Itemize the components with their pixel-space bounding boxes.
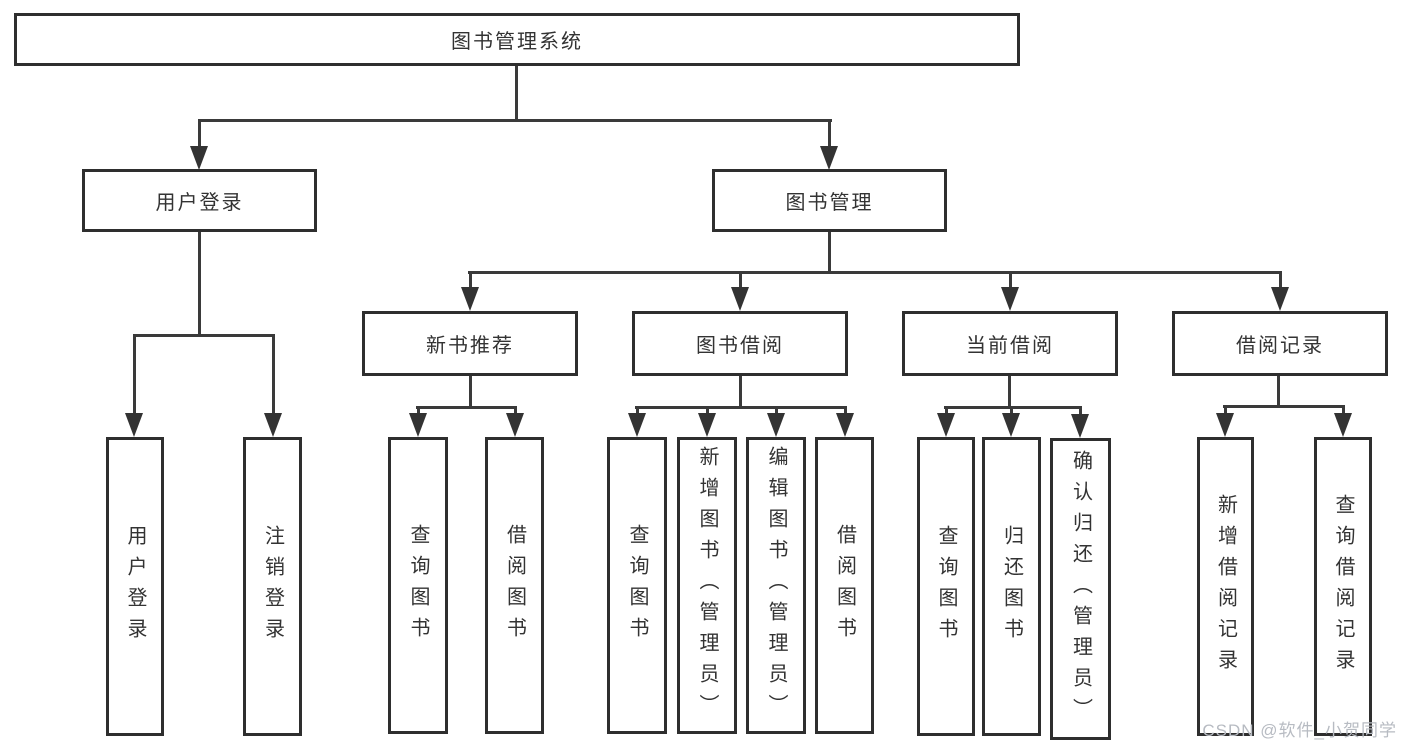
connector-line: [469, 374, 472, 409]
connector-line: [417, 406, 420, 418]
arrow-down-icon: [409, 413, 427, 437]
connector-line: [636, 406, 639, 418]
arrow-down-icon: [628, 413, 646, 437]
connector-line: [272, 334, 275, 416]
node-label: 用户登录: [155, 192, 244, 214]
arrow-down-icon: [820, 146, 838, 170]
arrow-down-icon: [125, 413, 143, 437]
leaf-label: 注销登录: [261, 524, 284, 649]
arrow-down-icon: [731, 287, 749, 311]
connector-line: [133, 334, 275, 337]
connector-line: [198, 230, 201, 337]
node-book-borrow: 图书借阅: [632, 311, 848, 376]
leaf-label: 查询借阅记录: [1332, 493, 1354, 680]
leaf-query-books-current: 查询图书: [917, 437, 975, 736]
leaf-label: 查询图书: [935, 524, 957, 649]
node-user-login: 用户登录: [82, 169, 317, 232]
connector-line: [1010, 406, 1013, 418]
arrow-down-icon: [937, 413, 955, 437]
connector-line: [1079, 406, 1082, 418]
node-book-management: 图书管理: [712, 169, 947, 232]
leaf-label: 新增借阅记录: [1214, 493, 1237, 680]
node-label: 新书推荐: [426, 335, 514, 357]
leaf-add-borrow-record: 新增借阅记录: [1197, 437, 1254, 736]
connector-line: [706, 406, 709, 418]
leaf-logout: 注销登录: [243, 437, 302, 736]
connector-line: [416, 406, 516, 409]
leaf-user-login: 用户登录: [106, 437, 164, 736]
leaf-edit-books-admin: 编辑图书（管理员）: [746, 437, 806, 734]
connector-line: [739, 374, 742, 409]
watermark-text: CSDN @软件_小贺同学: [1202, 721, 1397, 740]
leaf-label: 新增图书（管理员）: [696, 446, 718, 725]
connector-line: [828, 230, 831, 274]
connector-line: [1342, 405, 1345, 418]
connector-line: [514, 406, 517, 418]
arrow-down-icon: [264, 413, 282, 437]
node-label: 借阅记录: [1236, 335, 1324, 357]
arrow-down-icon: [461, 287, 479, 311]
leaf-label: 查询图书: [626, 523, 648, 648]
leaf-label: 查询图书: [407, 523, 429, 648]
node-label: 图书管理系统: [451, 31, 583, 53]
leaf-label: 借阅图书: [503, 523, 526, 648]
arrow-down-icon: [767, 413, 785, 437]
node-new-book-recommend: 新书推荐: [362, 311, 578, 376]
leaf-query-books-recommend: 查询图书: [388, 437, 448, 734]
connector-line: [1224, 405, 1227, 418]
connector-line: [1223, 405, 1344, 408]
connector-line: [515, 64, 518, 120]
leaf-label: 确认归还（管理员）: [1069, 449, 1092, 729]
node-label: 图书管理: [785, 192, 874, 214]
leaf-return-books: 归还图书: [982, 437, 1041, 736]
leaf-label: 归还图书: [1000, 524, 1023, 649]
arrow-down-icon: [190, 146, 208, 170]
connector-line: [635, 406, 846, 409]
connector-line: [739, 271, 742, 293]
leaf-query-books-borrow: 查询图书: [607, 437, 667, 734]
leaf-label: 编辑图书（管理员）: [765, 446, 787, 725]
connector-line: [1277, 374, 1280, 408]
connector-line: [944, 406, 1082, 409]
leaf-borrow-books-recommend: 借阅图书: [485, 437, 544, 734]
leaf-add-books-admin: 新增图书（管理员）: [677, 437, 737, 734]
connector-line: [844, 406, 847, 418]
connector-line: [133, 334, 136, 416]
node-label: 当前借阅: [966, 335, 1054, 357]
connector-line: [1008, 374, 1011, 409]
leaf-label: 借阅图书: [833, 523, 856, 648]
arrow-down-icon: [1216, 413, 1234, 437]
leaf-label: 用户登录: [124, 524, 146, 649]
arrow-down-icon: [1071, 414, 1089, 438]
leaf-confirm-return-admin: 确认归还（管理员）: [1050, 438, 1111, 740]
node-library-system: 图书管理系统: [14, 13, 1020, 66]
connector-line: [775, 406, 778, 418]
connector-line: [1279, 271, 1282, 293]
connector-line: [198, 119, 832, 122]
connector-line: [1009, 271, 1012, 293]
leaf-borrow-books: 借阅图书: [815, 437, 874, 734]
connector-line: [828, 119, 831, 151]
node-borrow-records: 借阅记录: [1172, 311, 1388, 376]
arrow-down-icon: [1271, 287, 1289, 311]
node-current-borrow: 当前借阅: [902, 311, 1118, 376]
arrow-down-icon: [1334, 413, 1352, 437]
leaf-query-borrow-record: 查询借阅记录: [1314, 437, 1372, 736]
connector-line: [198, 119, 201, 151]
connector-line: [468, 271, 1282, 274]
connector-line: [945, 406, 948, 418]
node-label: 图书借阅: [696, 335, 784, 357]
arrow-down-icon: [1002, 413, 1020, 437]
connector-line: [469, 271, 472, 293]
arrow-down-icon: [506, 413, 524, 437]
arrow-down-icon: [698, 413, 716, 437]
arrow-down-icon: [836, 413, 854, 437]
arrow-down-icon: [1001, 287, 1019, 311]
